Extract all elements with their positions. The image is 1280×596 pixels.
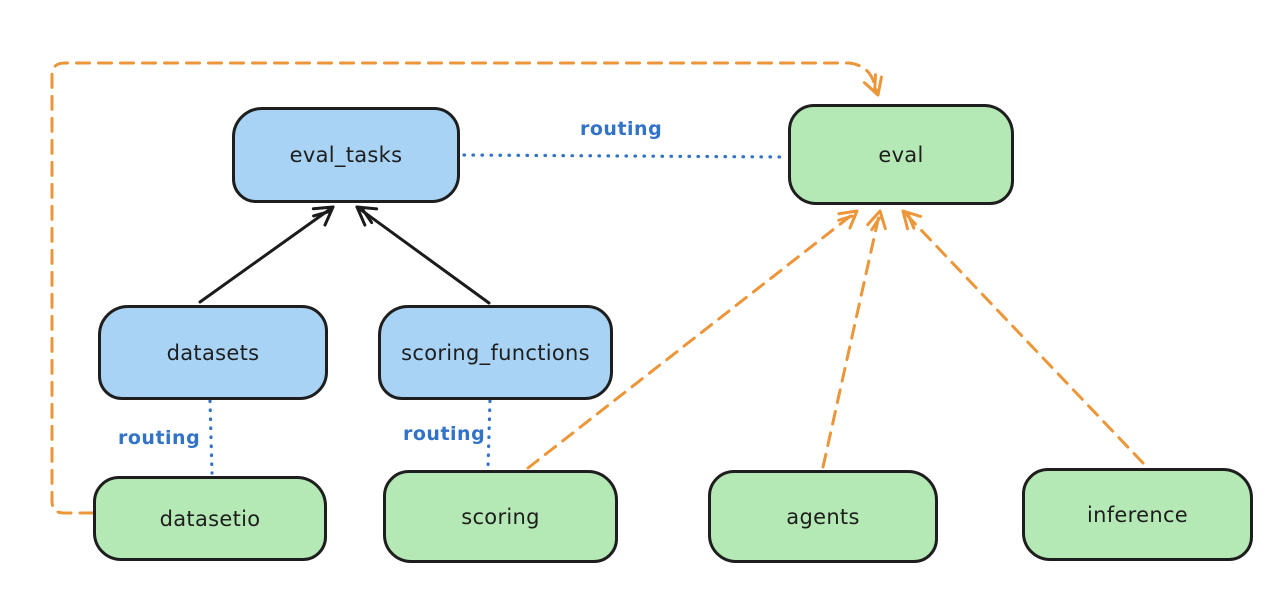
node-scoring-functions-label: scoring_functions	[401, 340, 590, 365]
edge-datasets-to-datasetio	[208, 399, 214, 475]
edge-eval-tasks-to-eval	[462, 153, 788, 159]
node-scoring-label: scoring	[461, 504, 540, 529]
edge-scoring-functions-to-eval-tasks	[355, 205, 491, 305]
node-datasets-label: datasets	[166, 340, 260, 365]
edge-datasets-to-eval-tasks	[198, 205, 335, 304]
node-scoring-functions: scoring_functions	[378, 305, 613, 400]
edge-datasetio-to-eval	[50, 61, 883, 515]
routing-label-scoring-functions-scoring: routing	[403, 423, 486, 445]
node-scoring: scoring	[383, 470, 618, 563]
node-eval: eval	[788, 104, 1014, 205]
edge-scoring-to-eval	[526, 209, 859, 470]
node-eval-tasks-label: eval_tasks	[289, 143, 403, 167]
node-eval-tasks: eval_tasks	[232, 107, 460, 203]
node-eval-label: eval	[878, 142, 924, 167]
edge-inference-to-eval	[901, 209, 1145, 465]
node-inference-label: inference	[1086, 502, 1189, 527]
node-datasets: datasets	[98, 305, 328, 400]
node-agents-label: agents	[786, 504, 860, 529]
node-inference: inference	[1022, 468, 1253, 561]
node-agents: agents	[708, 470, 938, 563]
routing-label-eval-tasks-eval: routing	[580, 118, 663, 140]
routing-label-datasets-datasetio: routing	[118, 427, 201, 449]
edge-scoring-functions-to-scoring	[486, 399, 492, 470]
node-datasetio-label: datasetio	[159, 506, 261, 531]
edge-agents-to-eval	[821, 209, 887, 469]
node-datasetio: datasetio	[93, 476, 327, 561]
